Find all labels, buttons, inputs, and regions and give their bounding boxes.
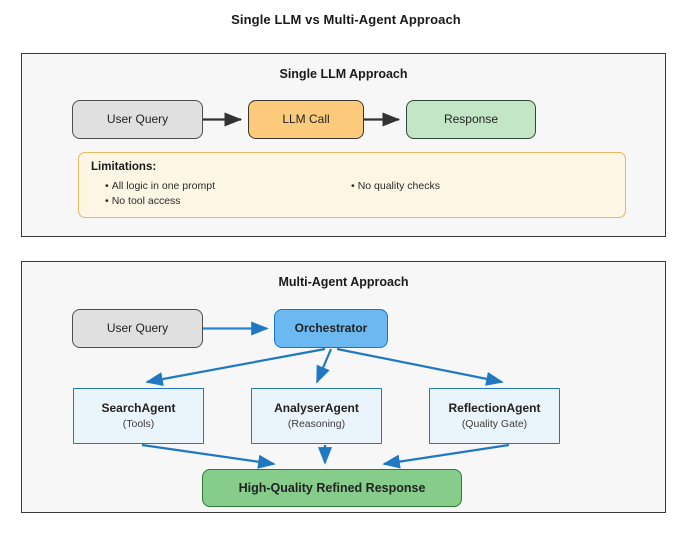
limitations-column-left: •All logic in one prompt •No tool access: [105, 179, 215, 209]
bullet-icon: •: [351, 180, 355, 192]
single-llm-panel: Single LLM Approach User Query LLM Call …: [21, 53, 666, 237]
limitation-item: •No quality checks: [351, 179, 440, 194]
single-llm-panel-title: Single LLM Approach: [279, 67, 408, 81]
limitation-text: All logic in one prompt: [111, 180, 215, 192]
node-analyser-agent[interactable]: AnalyserAgent (Reasoning): [251, 388, 382, 444]
multi-agent-panel: Multi-Agent Approach User Query Orchestr…: [21, 261, 666, 513]
limitations-columns: •All logic in one prompt •No tool access…: [91, 179, 613, 213]
node-label: User Query: [106, 320, 169, 335]
limitation-item: •No tool access: [105, 194, 215, 209]
limitation-item: •All logic in one prompt: [105, 179, 215, 194]
node-response[interactable]: Response: [406, 100, 536, 139]
node-user-query-multi[interactable]: User Query: [72, 309, 203, 348]
page-title: Single LLM vs Multi-Agent Approach: [231, 12, 461, 27]
bullet-icon: •: [105, 180, 109, 192]
node-llm-call[interactable]: LLM Call: [248, 100, 364, 139]
multi-agent-panel-title: Multi-Agent Approach: [278, 275, 409, 289]
limitations-column-right: •No quality checks: [351, 179, 440, 194]
arrow-orchestrator-to-reflectionagent: [336, 347, 504, 386]
node-label: User Query: [106, 111, 169, 126]
agent-name: ReflectionAgent: [448, 401, 541, 416]
limitations-label: Limitations:: [91, 161, 157, 173]
agent-role: (Tools): [122, 417, 155, 430]
node-final-response[interactable]: High-Quality Refined Response: [202, 469, 462, 507]
arrow-orchestrator-to-searchagent: [145, 347, 326, 387]
node-orchestrator[interactable]: Orchestrator: [274, 309, 388, 348]
node-label: LLM Call: [282, 111, 330, 126]
node-label: Response: [443, 111, 499, 126]
arrow-reflectionagent-to-final: [382, 443, 510, 469]
limitations-box: Limitations: •All logic in one prompt •N…: [78, 152, 626, 218]
node-label: Orchestrator: [294, 320, 368, 335]
limitation-text: No quality checks: [357, 180, 440, 192]
agent-role: (Reasoning): [287, 417, 346, 430]
limitation-text: No tool access: [111, 195, 181, 207]
arrow-searchagent-to-final: [141, 443, 276, 469]
agent-name: AnalyserAgent: [274, 401, 359, 416]
bullet-icon: •: [105, 195, 109, 207]
node-label: High-Quality Refined Response: [238, 480, 426, 495]
node-user-query-single[interactable]: User Query: [72, 100, 203, 139]
agent-role: (Quality Gate): [461, 417, 528, 430]
arrow-orchestrator-to-analyseragent: [315, 348, 333, 384]
node-search-agent[interactable]: SearchAgent (Tools): [73, 388, 204, 444]
node-reflection-agent[interactable]: ReflectionAgent (Quality Gate): [429, 388, 560, 444]
agent-name: SearchAgent: [101, 401, 176, 416]
